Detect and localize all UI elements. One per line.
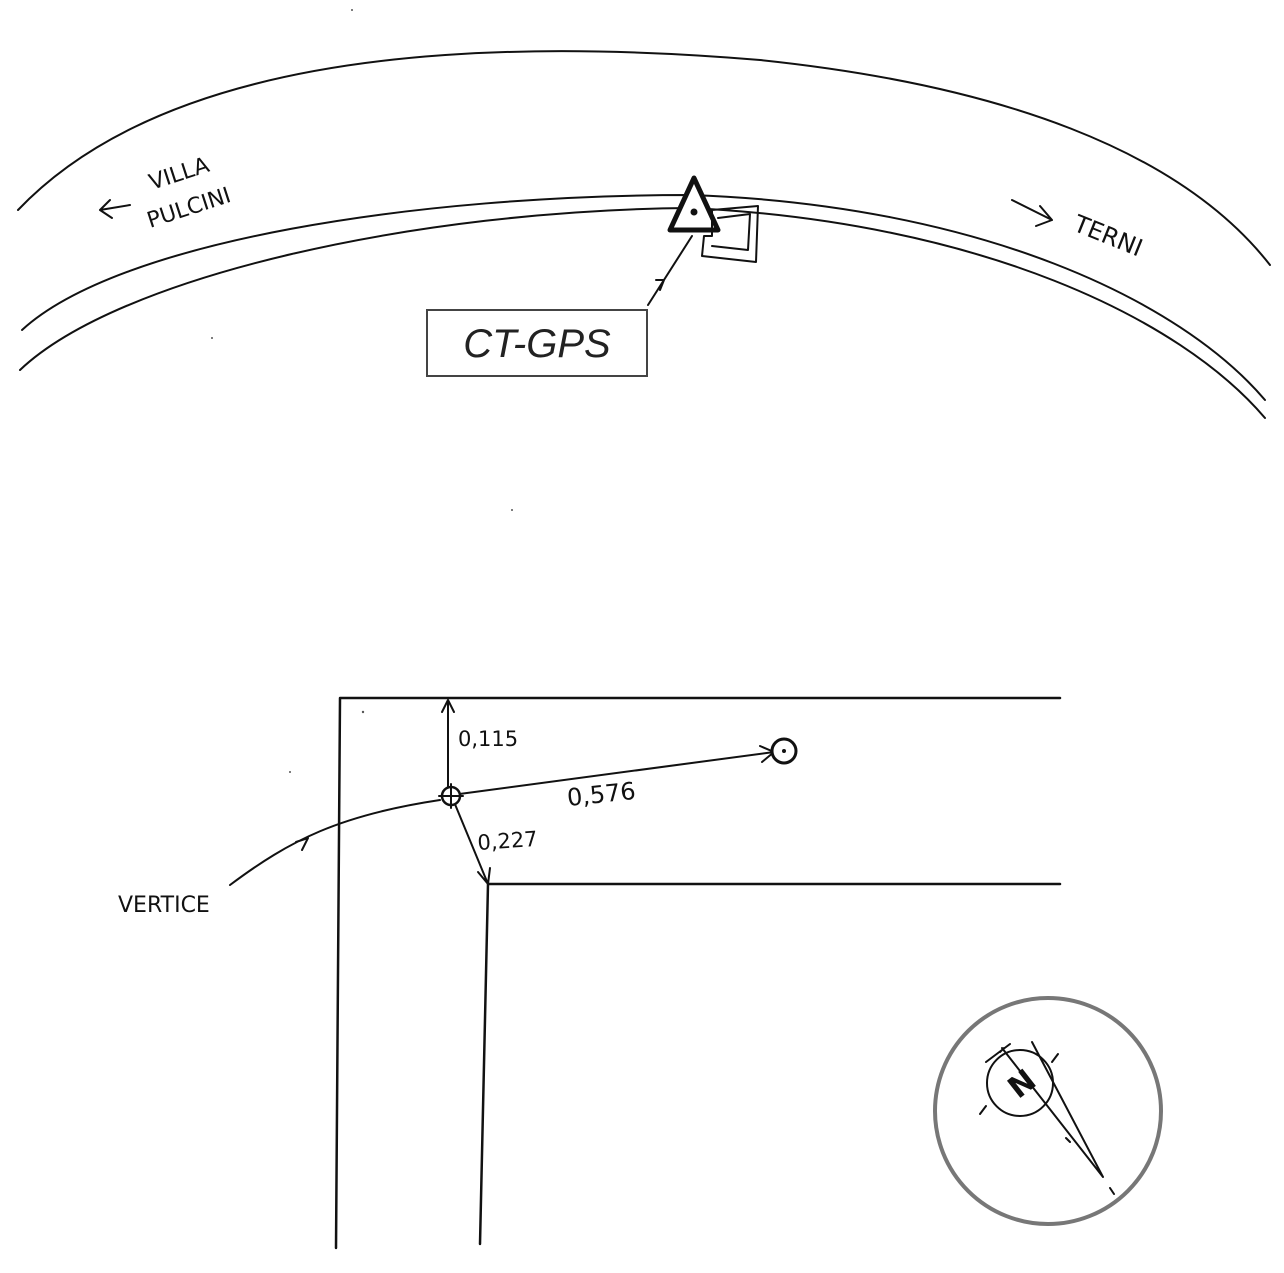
direction-left: VILLA PULCINI	[99, 153, 234, 234]
speck	[211, 337, 213, 339]
arrow-left-icon	[99, 199, 131, 219]
inner-corner-line	[478, 882, 1062, 1246]
speck	[361, 710, 365, 714]
station-triangle-icon	[667, 175, 721, 233]
compass-ticks	[979, 1053, 1115, 1195]
station-marker	[647, 175, 759, 306]
compass-needle-icon	[985, 1041, 1104, 1178]
direction-right: TERNI	[1011, 199, 1147, 262]
building-icon	[701, 205, 759, 263]
compass-ring	[933, 996, 1163, 1226]
station-label: CT-GPS	[463, 322, 611, 366]
measure-top-line	[441, 699, 455, 796]
measure-top-label: 0,115	[458, 727, 518, 751]
station-label-box: CT-GPS	[426, 309, 648, 377]
leader-line	[647, 235, 693, 306]
measure-down-line	[451, 796, 491, 885]
station-center-dot	[690, 208, 698, 216]
compass: N	[933, 996, 1163, 1226]
vertex-label: VERTICE	[118, 893, 210, 918]
direction-right-label: TERNI	[1069, 209, 1147, 262]
speck	[289, 771, 291, 773]
label-box-frame	[426, 309, 648, 377]
arrow-right-icon	[1011, 199, 1053, 227]
vertex-leader-line	[229, 799, 441, 886]
direction-left-line1: VILLA	[146, 153, 212, 196]
target-point-dot	[782, 749, 786, 753]
outer-corner-line	[334, 696, 1062, 1250]
scan-specks	[211, 9, 513, 773]
vertex-crosshair	[438, 783, 464, 809]
speck	[351, 9, 353, 11]
road-outer-edge	[17, 50, 1271, 266]
speck	[511, 509, 513, 511]
measure-down-label: 0,227	[477, 827, 539, 855]
measure-diag-label: 0,576	[566, 777, 637, 812]
detail-drawing: 0,115 0,576 0,227 VERTICE	[118, 696, 1062, 1250]
